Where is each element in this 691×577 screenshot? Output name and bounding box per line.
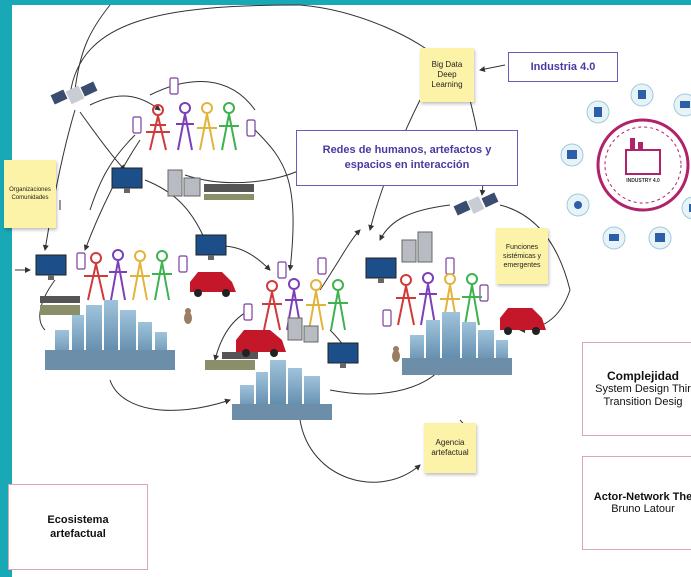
complejidad-line: Transition Desig — [603, 396, 683, 408]
car-icon — [190, 272, 546, 357]
monitor-icon — [35, 167, 397, 368]
redes-box: Redes de humanos, artefactos y espacios … — [296, 130, 518, 186]
appliances-icon — [167, 169, 433, 343]
industria-box: Industria 4.0 — [508, 52, 618, 82]
actor-network-box: Actor-Network The Bruno Latour — [582, 456, 691, 550]
city-skyline — [402, 312, 512, 375]
sticky-note-organizaciones: Organizaciones Comunidades — [4, 160, 56, 228]
industry-graphic-label: INDUSTRY 4.0 — [626, 178, 660, 184]
complejidad-box: Complejidad System Design Thir Transitio… — [582, 342, 691, 436]
city-skyline — [45, 300, 175, 370]
city-skyline — [232, 360, 332, 420]
frame-top-border — [0, 0, 691, 5]
train-icon — [40, 184, 258, 370]
phone-icon — [76, 77, 489, 327]
sticky-note-big-data: Big Data Deep Learning — [420, 48, 474, 102]
satellite-icon — [50, 81, 98, 105]
complejidad-line: System Design Thir — [595, 383, 691, 395]
people-group — [84, 102, 482, 331]
sticky-note-agencia: Agencia artefactual — [424, 423, 476, 473]
satellite-icon — [453, 192, 499, 216]
ecosistema-box: Ecosistema artefactual — [8, 484, 148, 570]
cat-icon — [184, 308, 400, 362]
actor-network-title: Actor-Network The — [593, 490, 691, 503]
complejidad-title: Complejidad — [606, 369, 679, 383]
industry-4-graphic — [560, 83, 691, 250]
sticky-note-funciones: Funciones sistémicas y emergentes — [496, 228, 548, 284]
actor-network-author: Bruno Latour — [611, 502, 675, 515]
frame-left-border — [0, 0, 12, 577]
